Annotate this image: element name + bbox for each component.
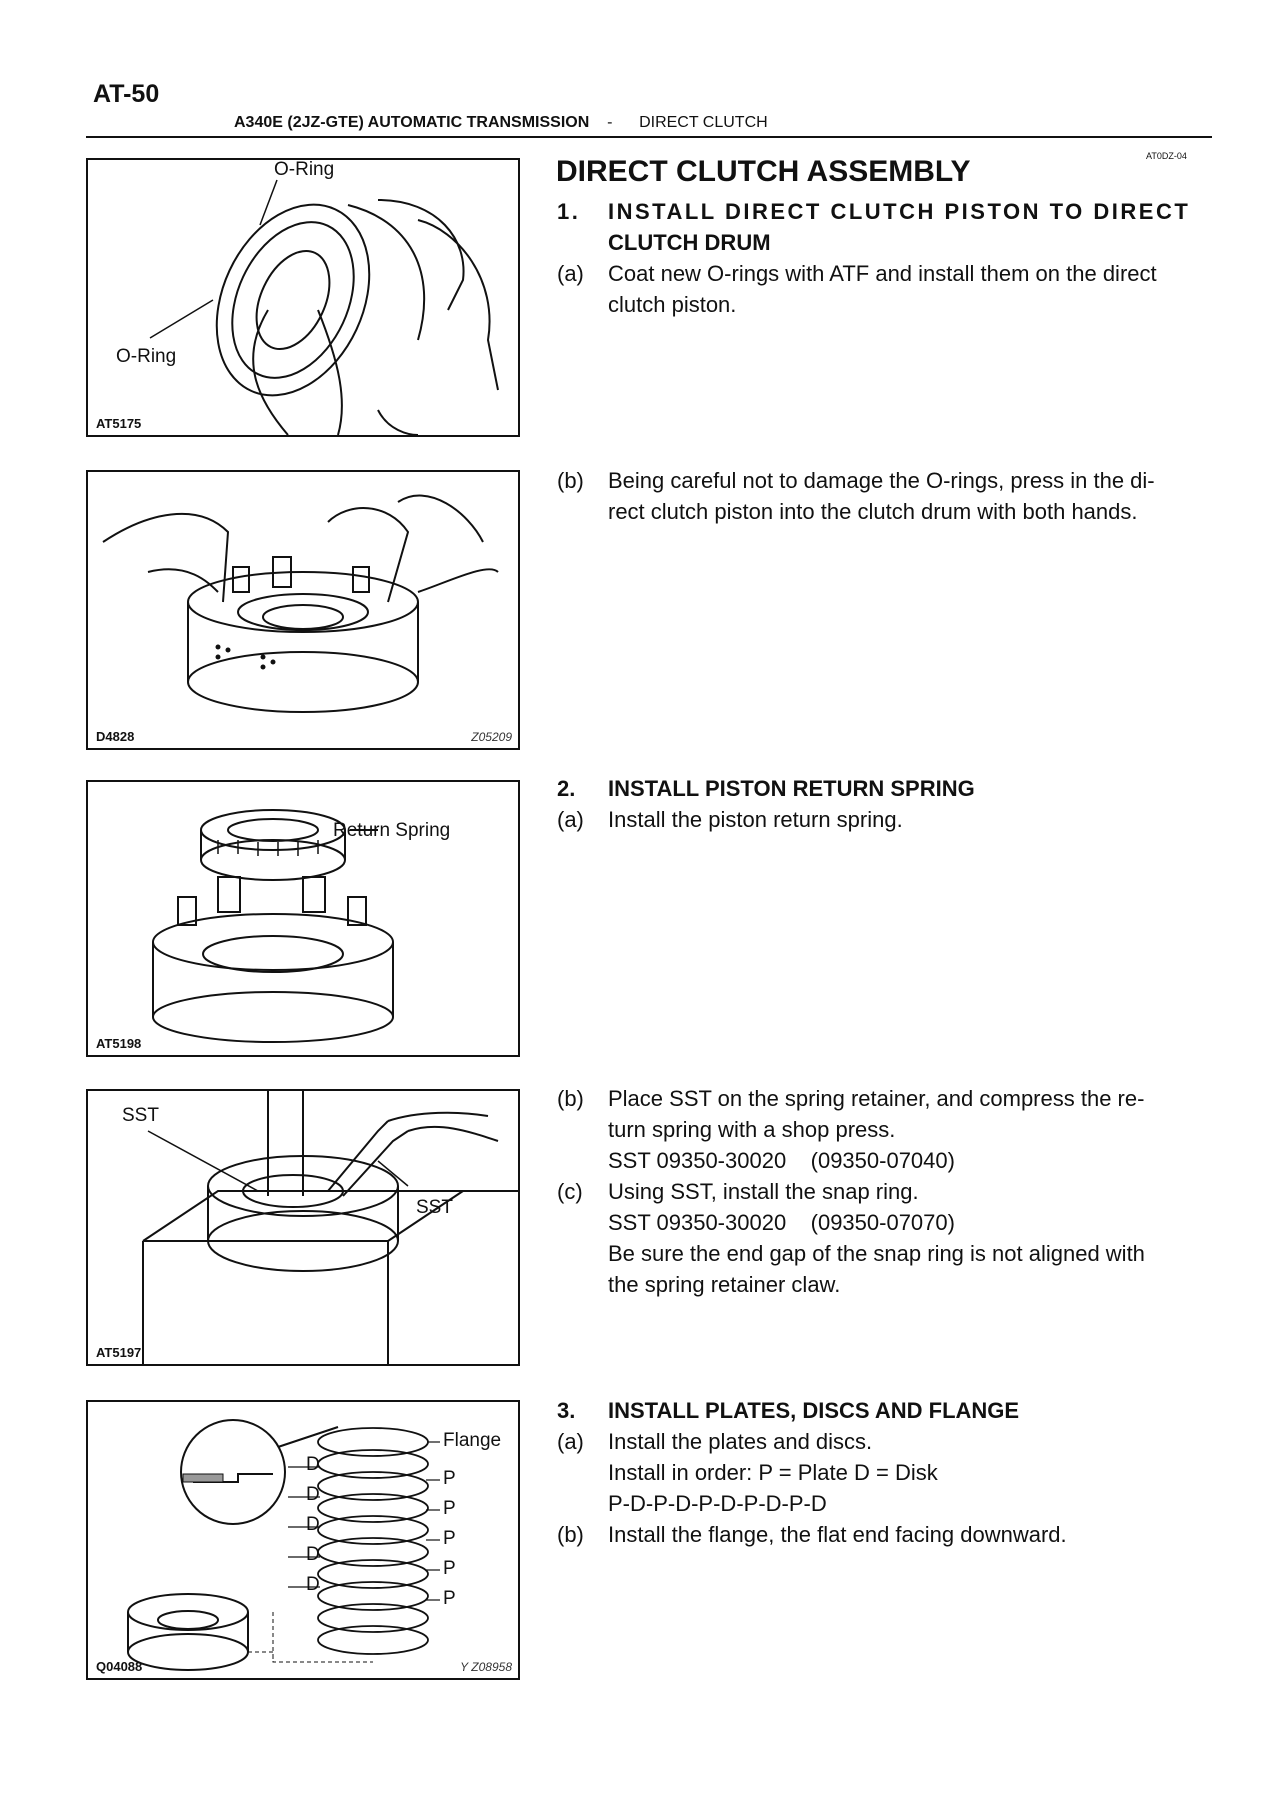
page-number: AT-50 xyxy=(93,80,160,108)
piston-press-illustration xyxy=(102,494,499,713)
step-2bc: (b) Place SST on the spring retainer, an… xyxy=(557,1083,1205,1300)
step-1-heading-cont: CLUTCH DRUM xyxy=(557,227,1205,258)
step-2c-note-cont: the spring retainer claw. xyxy=(557,1269,1205,1300)
sst-number: SST 09350-30020 (09350-07070) xyxy=(608,1210,955,1235)
step-title: INSTALL PLATES, DISCS AND FLANGE xyxy=(608,1398,1020,1423)
substep-text: Using SST, install the snap ring. xyxy=(608,1179,919,1204)
step-1: 1. INSTALL DIRECT CLUTCH PISTON TO DIREC… xyxy=(557,196,1205,320)
substep-text: Install the flange, the flat end facing … xyxy=(608,1522,1067,1547)
substep-key: (b) xyxy=(557,1522,584,1547)
step-3a-sequence: P-D-P-D-P-D-P-D-P-D xyxy=(557,1488,1205,1519)
figure-code-secondary: Y Z08958 xyxy=(460,1660,512,1674)
step-3a-order: Install in order: P = Plate D = Disk xyxy=(557,1457,1205,1488)
sst-label-right: SST xyxy=(416,1197,453,1218)
disc-label-1: D xyxy=(306,1454,320,1475)
step-title-line1: INSTALL DIRECT CLUTCH PISTON TO DIRECT xyxy=(608,199,1191,224)
figure-code-secondary: Z05209 xyxy=(471,730,512,744)
o-ring-label-bottom: O-Ring xyxy=(116,346,177,367)
figure-code: Q04088 xyxy=(96,1659,143,1674)
figure-plates-discs: Flange D D D D D P P P P P Q04088 Y Z089… xyxy=(86,1400,520,1680)
step-2b-cont: turn spring with a shop press. xyxy=(557,1114,1205,1145)
step-1a: (a) Coat new O-rings with ATF and instal… xyxy=(557,258,1205,289)
plate-label-5: P xyxy=(443,1588,456,1609)
substep-text: Install the piston return spring. xyxy=(608,807,903,832)
substep-key: (b) xyxy=(557,468,584,493)
disc-label-5: D xyxy=(306,1574,320,1595)
return-spring-illustration xyxy=(152,809,394,1043)
step-2a: (a) Install the piston return spring. xyxy=(557,804,1205,835)
step-2b: (b) Place SST on the spring retainer, an… xyxy=(557,1083,1205,1114)
o-ring-label-top: O-Ring xyxy=(274,159,335,180)
step-3-heading: 3. INSTALL PLATES, DISCS AND FLANGE xyxy=(557,1395,1205,1426)
substep-text: rect clutch piston into the clutch drum … xyxy=(608,499,1138,524)
substep-key: (a) xyxy=(557,807,584,832)
header-title-main: A340E (2JZ-GTE) AUTOMATIC TRANSMISSION xyxy=(234,114,590,131)
header-separator: - xyxy=(607,114,613,131)
substep-text: turn spring with a shop press. xyxy=(608,1117,896,1142)
substep-key: (b) xyxy=(557,1086,584,1111)
step-title: INSTALL PISTON RETURN SPRING xyxy=(608,776,975,801)
substep-text: Install in order: P = Plate D = Disk xyxy=(608,1460,938,1485)
step-1-heading: 1. INSTALL DIRECT CLUTCH PISTON TO DIREC… xyxy=(557,196,1205,227)
header-rule xyxy=(86,136,1212,138)
substep-key: (c) xyxy=(557,1179,583,1204)
step-3a: (a) Install the plates and discs. xyxy=(557,1426,1205,1457)
return-spring-label: Return Spring xyxy=(333,820,451,841)
disc-label-4: D xyxy=(306,1544,320,1565)
flange-label: Flange xyxy=(443,1430,502,1451)
step-2: 2. INSTALL PISTON RETURN SPRING (a) Inst… xyxy=(557,773,1205,835)
step-2b-sst: SST 09350-30020 (09350-07040) xyxy=(557,1145,1205,1176)
step-title-line2: CLUTCH DRUM xyxy=(608,230,771,255)
substep-text: Coat new O-rings with ATF and install th… xyxy=(608,261,1157,286)
disc-label-3: D xyxy=(306,1514,320,1535)
substep-text: Being careful not to damage the O-rings,… xyxy=(608,468,1155,493)
substep-text: Install the plates and discs. xyxy=(608,1429,873,1454)
figure-code: AT5198 xyxy=(96,1036,142,1051)
step-2c-sst: SST 09350-30020 (09350-07070) xyxy=(557,1207,1205,1238)
main-title: DIRECT CLUTCH ASSEMBLY xyxy=(556,155,971,188)
header-title: A340E (2JZ-GTE) AUTOMATIC TRANSMISSION -… xyxy=(234,114,768,132)
doc-code: AT0DZ-04 xyxy=(1146,151,1187,161)
step-2c: (c) Using SST, install the snap ring. xyxy=(557,1176,1205,1207)
figure-code: AT5197 xyxy=(96,1345,142,1360)
step-2c-note: Be sure the end gap of the snap ring is … xyxy=(557,1238,1205,1269)
step-number: 2. xyxy=(557,776,576,801)
figure-o-ring: O-Ring O-Ring AT5175 xyxy=(86,158,520,437)
substep-key: (a) xyxy=(557,1429,584,1454)
o-ring-illustration xyxy=(149,179,499,435)
step-number: 3. xyxy=(557,1398,576,1423)
figure-code: AT5175 xyxy=(96,416,142,431)
figure-sst-compress: SST SST AT5197 xyxy=(86,1089,520,1366)
header-section: DIRECT CLUTCH xyxy=(639,114,768,131)
step-1b-cont: rect clutch piston into the clutch drum … xyxy=(557,496,1205,527)
step-number: 1. xyxy=(557,199,581,224)
step-1b-row: (b) Being careful not to damage the O-ri… xyxy=(557,465,1205,496)
step-3b: (b) Install the flange, the flat end fac… xyxy=(557,1519,1205,1550)
substep-text: Place SST on the spring retainer, and co… xyxy=(608,1086,1145,1111)
sst-label-left: SST xyxy=(122,1105,159,1126)
figure-return-spring: Return Spring AT5198 xyxy=(86,780,520,1057)
plate-label-4: P xyxy=(443,1558,456,1579)
plates-discs-illustration xyxy=(127,1419,440,1671)
disc-label-2: D xyxy=(306,1484,320,1505)
step-1a-cont: clutch piston. xyxy=(557,289,1205,320)
figure-piston-press: D4828 Z05209 xyxy=(86,470,520,750)
plate-label-3: P xyxy=(443,1528,456,1549)
figure-code: D4828 xyxy=(96,729,135,744)
substep-text: clutch piston. xyxy=(608,292,737,317)
substep-text: the spring retainer claw. xyxy=(608,1272,841,1297)
step-2-heading: 2. INSTALL PISTON RETURN SPRING xyxy=(557,773,1205,804)
sst-compress-illustration xyxy=(142,1091,518,1364)
plate-label-1: P xyxy=(443,1468,456,1489)
sst-number: SST 09350-30020 (09350-07040) xyxy=(608,1148,955,1173)
step-1b: (b) Being careful not to damage the O-ri… xyxy=(557,465,1205,527)
step-3: 3. INSTALL PLATES, DISCS AND FLANGE (a) … xyxy=(557,1395,1205,1550)
install-sequence: P-D-P-D-P-D-P-D-P-D xyxy=(608,1491,827,1516)
substep-key: (a) xyxy=(557,261,584,286)
substep-text: Be sure the end gap of the snap ring is … xyxy=(608,1241,1145,1266)
plate-label-2: P xyxy=(443,1498,456,1519)
